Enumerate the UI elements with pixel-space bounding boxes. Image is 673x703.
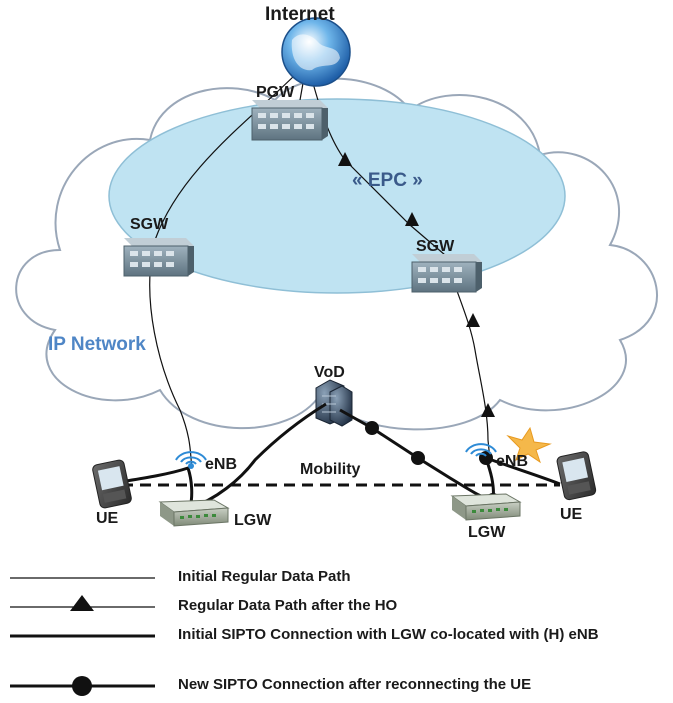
epc-ellipse	[108, 98, 566, 294]
enb-left-label: eNB	[205, 456, 238, 473]
internet-globe-icon	[281, 17, 351, 87]
lgw-left-router-icon	[158, 499, 230, 527]
ip-network-label: IP Network	[48, 334, 146, 355]
legend-triangle-marker	[70, 595, 94, 611]
initial-regular-data-path	[149, 71, 299, 469]
sgw-left-server-icon	[123, 238, 194, 277]
ho-path-arrow	[338, 152, 352, 166]
lgw-left-label: LGW	[234, 512, 272, 529]
enb-left-antenna-icon	[175, 451, 207, 469]
sipto-dot	[411, 451, 425, 465]
legend-label-initial-sipto: Initial SIPTO Connection with LGW co-loc…	[178, 626, 599, 643]
ho-path-arrow	[466, 313, 480, 327]
vod-server-icon	[315, 379, 353, 427]
new-sipto-connection	[339, 408, 561, 502]
enb-right-antenna-icon	[465, 443, 497, 457]
vod-label: VoD	[314, 364, 345, 381]
legend-symbols	[10, 577, 155, 696]
ho-path-arrow	[405, 212, 419, 226]
sgw-right-label: SGW	[416, 238, 455, 255]
epc-label: « EPC »	[352, 170, 423, 191]
lgw-right-label: LGW	[468, 524, 506, 541]
ue-left-label: UE	[96, 510, 119, 527]
lgw-right-router-icon	[450, 493, 522, 521]
legend-label-initial-regular: Initial Regular Data Path	[178, 568, 351, 585]
mobility-label: Mobility	[300, 461, 361, 478]
sgw-left-label: SGW	[130, 216, 169, 233]
ho-path-arrow	[481, 403, 495, 417]
sgw-right-server-icon	[411, 254, 482, 293]
ue-left-phone-icon	[92, 459, 132, 509]
pgw-server-icon	[251, 100, 328, 141]
internet-label: Internet	[265, 4, 335, 25]
ue-right-phone-icon	[556, 451, 597, 501]
handover-flash-icon	[506, 426, 552, 464]
sipto-dot	[365, 421, 379, 435]
legend-dot-marker	[72, 676, 92, 696]
legend-label-regular-after-ho: Regular Data Path after the HO	[178, 597, 398, 614]
ue-right-label: UE	[560, 506, 583, 523]
pgw-label: PGW	[256, 84, 295, 101]
legend-label-new-sipto: New SIPTO Connection after reconnecting …	[178, 676, 532, 693]
enb-right-label: eNB	[496, 453, 529, 470]
